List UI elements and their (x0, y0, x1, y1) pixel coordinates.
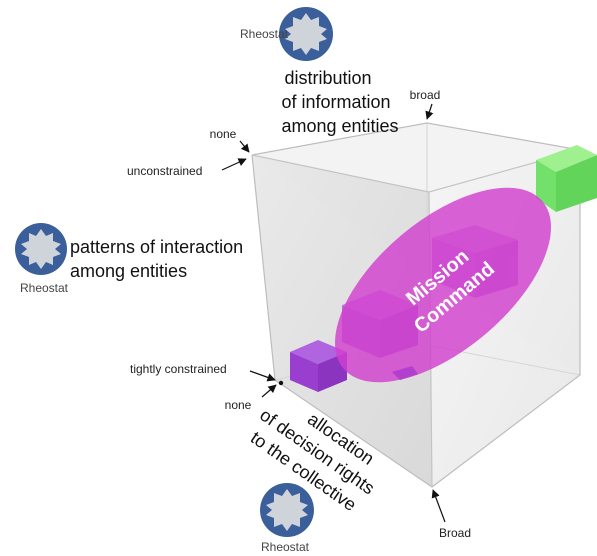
interaction-axis-title: patterns of interaction among entities (70, 237, 243, 281)
rheostat-label: Rheostat (240, 27, 289, 41)
rheostat-dial-icon (266, 489, 308, 531)
origin-point (278, 380, 284, 386)
rheostat-dial-icon (21, 229, 61, 269)
interaction-axis-title-line-1: patterns of interaction (70, 237, 243, 257)
decision-axis-min-arrow (261, 384, 277, 398)
information-axis-title-line-1: distribution (284, 68, 371, 88)
decision-axis-max-arrow (431, 489, 446, 523)
high-agility-cube (536, 145, 597, 212)
interaction-axis-min-label: tightly constrained (130, 362, 227, 376)
interaction-axis-title-line-2: among entities (70, 261, 187, 281)
rheostat-left: Rheostat (15, 223, 69, 295)
decision-axis-max-label: Broad (439, 526, 471, 540)
interaction-axis-max-label: unconstrained (127, 164, 202, 178)
rheostat-bottom: Rheostat (260, 483, 314, 554)
information-axis-title-line-3: among entities (281, 116, 398, 136)
interaction-axis-max-arrow (221, 158, 247, 171)
rheostat-top: Rheostat (240, 7, 333, 61)
rheostat-dial-icon (285, 13, 327, 55)
information-axis-title: distribution of information among entiti… (281, 68, 398, 136)
rheostat-label: Rheostat (20, 281, 69, 295)
decision-axis-min-label: none (225, 398, 252, 412)
information-axis-min-label: none (210, 127, 237, 141)
information-axis-max-arrow (425, 103, 434, 120)
information-axis-title-line-2: of information (281, 92, 390, 112)
information-axis-min-arrow (239, 140, 250, 153)
mission-command-region (335, 187, 551, 383)
interaction-axis-min-arrow (249, 370, 276, 382)
rheostat-label: Rheostat (261, 540, 310, 554)
information-axis-max-label: broad (410, 88, 441, 102)
